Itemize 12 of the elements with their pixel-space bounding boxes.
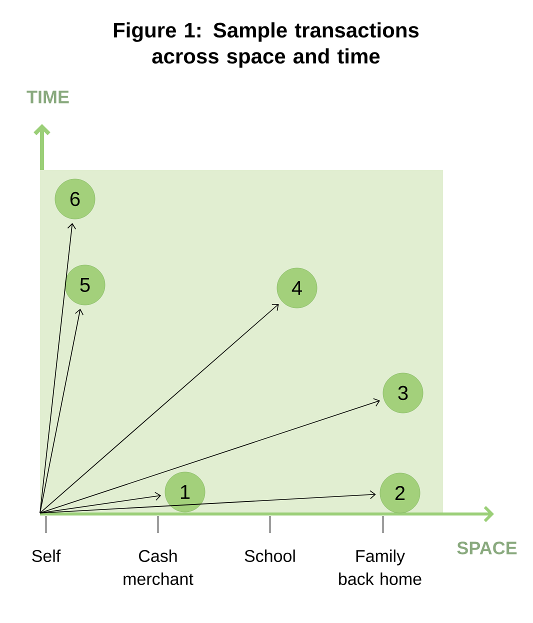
tick-label: Cash merchant [124, 550, 194, 586]
title: Figure 1: Sample transactions across space and time [114, 22, 419, 68]
tick-label: School [244, 550, 295, 562]
arrow [40, 308, 84, 514]
tick-label: Self [32, 550, 61, 562]
arrow [40, 223, 76, 514]
arrow [40, 490, 376, 514]
arrow [40, 398, 380, 514]
tick-label: Family back home [339, 550, 422, 586]
axis-label: TIME [26, 90, 69, 104]
axis-label: SPACE [457, 542, 517, 554]
arrow [40, 304, 279, 514]
